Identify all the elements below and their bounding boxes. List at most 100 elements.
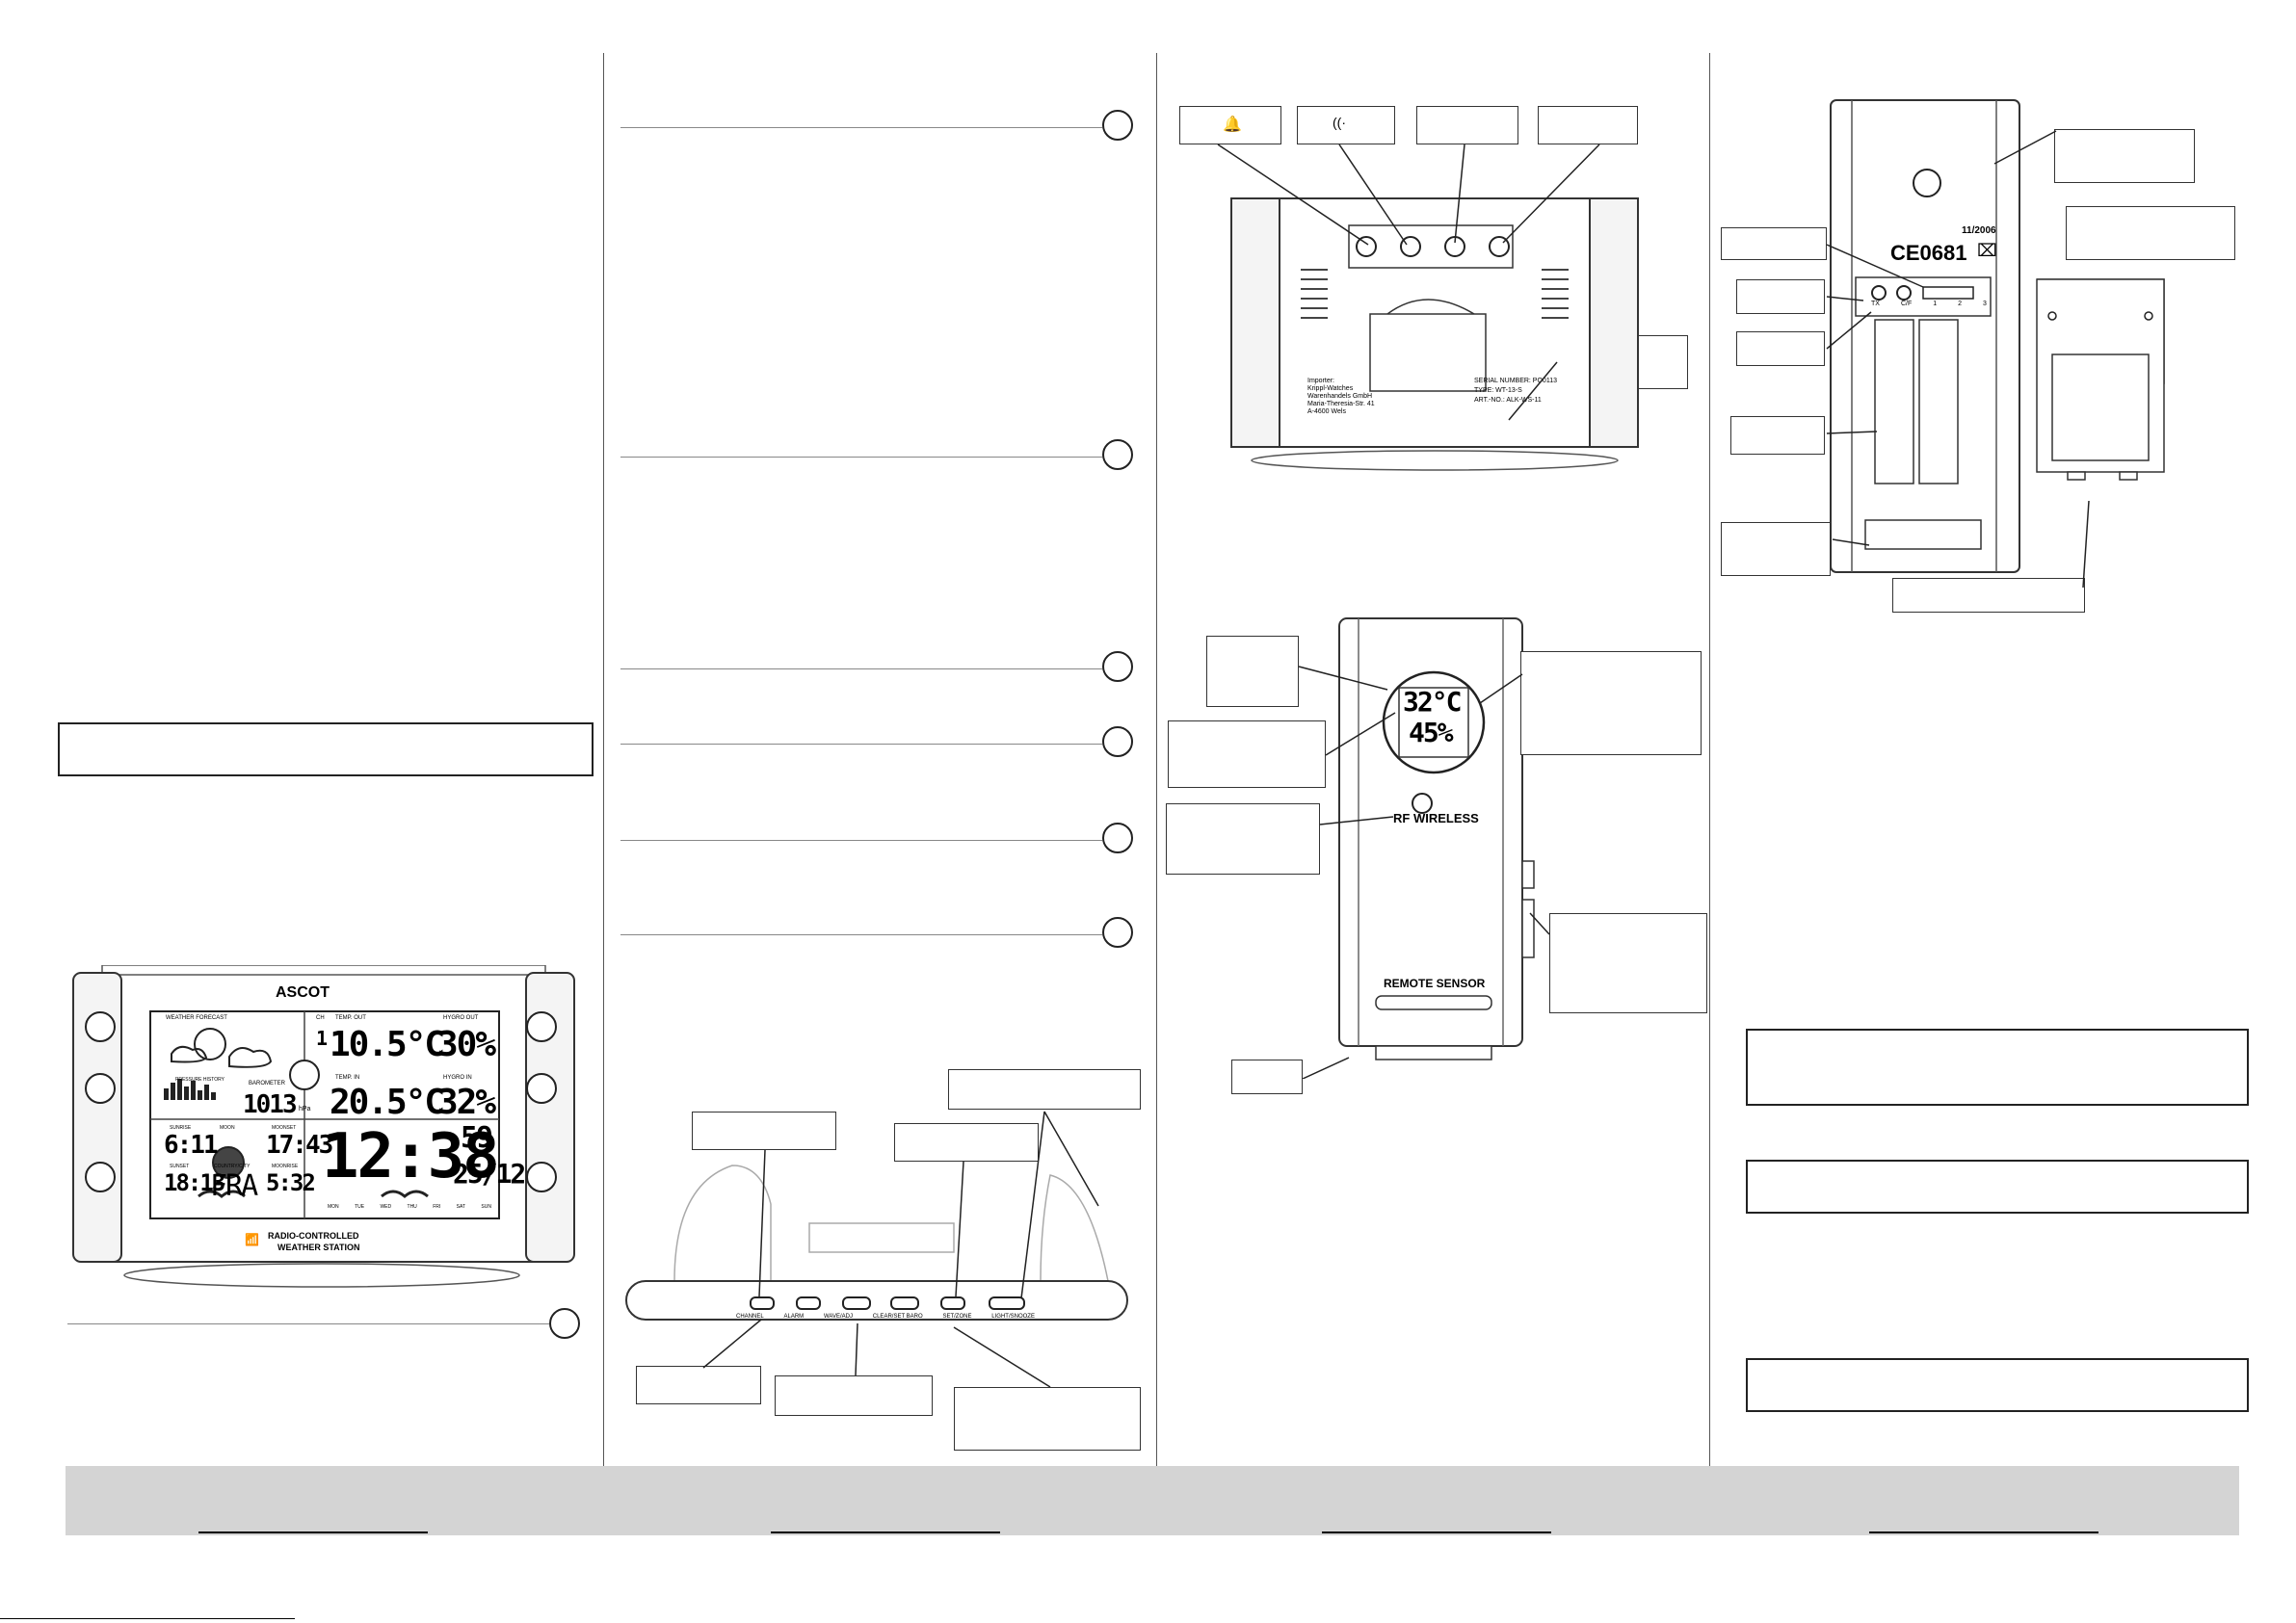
sensor-back-illustration [1827, 96, 2023, 578]
callout-box [1549, 913, 1707, 1013]
column-divider-1 [603, 53, 604, 1469]
sensor-back-code: 11/2006 [1962, 225, 1996, 236]
remote-sensor-svg [1338, 617, 1535, 1060]
back-importer-5: A-4600 Wels [1307, 408, 1346, 415]
back-importer-4: Maria-Theresia-Str. 41 [1307, 401, 1375, 407]
lcd-sunrise-value: 6:11 [164, 1131, 219, 1160]
footer-bar [66, 1466, 2239, 1535]
callout-circle [85, 1162, 116, 1192]
lcd-weather-forecast-label: WEATHER FORECAST [166, 1015, 227, 1021]
footer-page-line [1869, 1531, 2098, 1533]
callout-box [1206, 636, 1299, 707]
top-button-alarm [796, 1296, 821, 1310]
lcd-barometer-value: 1013 [243, 1090, 298, 1119]
lcd-hygro-in-label: HYGRO IN [443, 1075, 472, 1081]
bottom-edge-line [0, 1618, 295, 1619]
lcd-weekday: FRI [433, 1204, 441, 1210]
lcd-barometer-unit: hPa [299, 1106, 311, 1113]
sensor-humidity-value: 45% [1409, 717, 1454, 748]
back-importer-3: Warenhandels GmbH [1307, 393, 1373, 400]
lcd-pressure-history-label: PRESSURE HISTORY [175, 1077, 224, 1083]
switch-label: 2 [1958, 301, 1963, 307]
note-box [58, 722, 594, 776]
remote-sensor-illustration [1333, 611, 1536, 1063]
section-rule [620, 840, 1102, 841]
section-number-circle [1102, 726, 1133, 757]
callout-box [948, 1069, 1141, 1110]
callout-box [2054, 129, 2195, 183]
device-caption-line2: WEATHER STATION [277, 1243, 360, 1252]
lcd-date-value: 25/12 [453, 1158, 526, 1190]
lcd-weekday: WED [380, 1204, 392, 1210]
lcd-sunset-label: SUNSET [170, 1164, 190, 1169]
recycle-bin-icon: ⌧ [1977, 241, 1997, 260]
callout-box [1721, 227, 1827, 260]
lcd-country-city-value: FRA [210, 1169, 258, 1203]
callout-box [1736, 279, 1825, 314]
callout-box [636, 1366, 761, 1404]
back-art-no: ART.-NO.: ALK-WS-11 [1474, 397, 1542, 404]
callout-circle [85, 1011, 116, 1042]
button-label-alarm: ALARM [783, 1314, 805, 1320]
callout-box [1721, 522, 1831, 576]
switch-label: 3 [1983, 301, 1987, 307]
lcd-channel-value: 1 [316, 1027, 328, 1050]
lcd-hygro-out-value: 30% [437, 1025, 496, 1064]
lcd-weekday: SAT [456, 1204, 465, 1210]
lcd-seconds-value: 59 [461, 1121, 493, 1155]
lcd-weekday: TUE [355, 1204, 365, 1210]
device-brand: ASCOT [276, 984, 330, 1001]
section-number-circle [1102, 917, 1133, 948]
section-rule [620, 934, 1102, 935]
station-top-illustration [617, 1146, 1137, 1339]
top-button-light-snooze [989, 1296, 1025, 1310]
callout-leaders-col2 [702, 1111, 1099, 1388]
section-rule [67, 1323, 549, 1324]
lcd-channel-label: CH [316, 1015, 325, 1021]
callout-circle [85, 1073, 116, 1104]
footer-page-line [198, 1531, 428, 1533]
note-box [1746, 1358, 2249, 1412]
callout-box [692, 1112, 836, 1150]
section-rule [620, 457, 1102, 458]
sensor-temp-value: 32°C [1403, 686, 1462, 718]
station-top-svg [625, 1165, 1128, 1321]
button-label-wave: WAVE/ADJ [823, 1314, 853, 1320]
callout-box [894, 1123, 1039, 1162]
button-label-light-snooze: LIGHT/SNOOZE [991, 1314, 1035, 1320]
radio-wave-icon: ((· [1333, 115, 1346, 130]
callout-box [775, 1375, 933, 1416]
lcd-country-city-label: COUNTRY/CITY [214, 1164, 251, 1169]
station-back-svg [1230, 197, 1639, 471]
switch-label: TX [1871, 301, 1880, 307]
callout-circle [526, 1162, 557, 1192]
button-label-clear-set-baro: CLEAR/SET BARO [872, 1314, 923, 1320]
radio-antenna-icon: 📶 [245, 1233, 259, 1246]
section-number-circle [1102, 110, 1133, 141]
callout-box [1538, 106, 1638, 144]
callout-circle [526, 1011, 557, 1042]
section-number-circle [1102, 439, 1133, 470]
note-box [1746, 1160, 2249, 1214]
switch-label: C/F [1900, 301, 1913, 307]
lcd-moon-label: MOON [220, 1125, 235, 1131]
button-label-channel: CHANNEL [736, 1314, 764, 1320]
callout-box [1231, 1060, 1303, 1094]
top-button-wave [842, 1296, 871, 1310]
callout-box-alarm: 🔔 [1179, 106, 1281, 144]
callout-box [1520, 651, 1702, 755]
lcd-barometer-label: BAROMETER [249, 1081, 286, 1086]
section-number-circle [1102, 651, 1133, 682]
back-serial: SERIAL NUMBER: PO0113 [1474, 378, 1557, 384]
lcd-weekday: SUN [481, 1204, 491, 1210]
callout-leaders-col3-bottom [1298, 666, 1550, 1079]
note-box [1746, 1029, 2249, 1106]
lcd-temp-in-label: TEMP. IN [335, 1075, 360, 1081]
sensor-brand: RF WIRELESS [1393, 811, 1479, 825]
callout-box [1892, 578, 2085, 613]
lcd-temp-in-value: 20.5°C [330, 1083, 445, 1122]
station-back-illustration [1224, 193, 1646, 472]
back-importer-2: Krippl-Watches [1307, 385, 1354, 392]
callout-box [1166, 803, 1320, 875]
button-label-set-zone: SET/ZONE [942, 1314, 972, 1320]
